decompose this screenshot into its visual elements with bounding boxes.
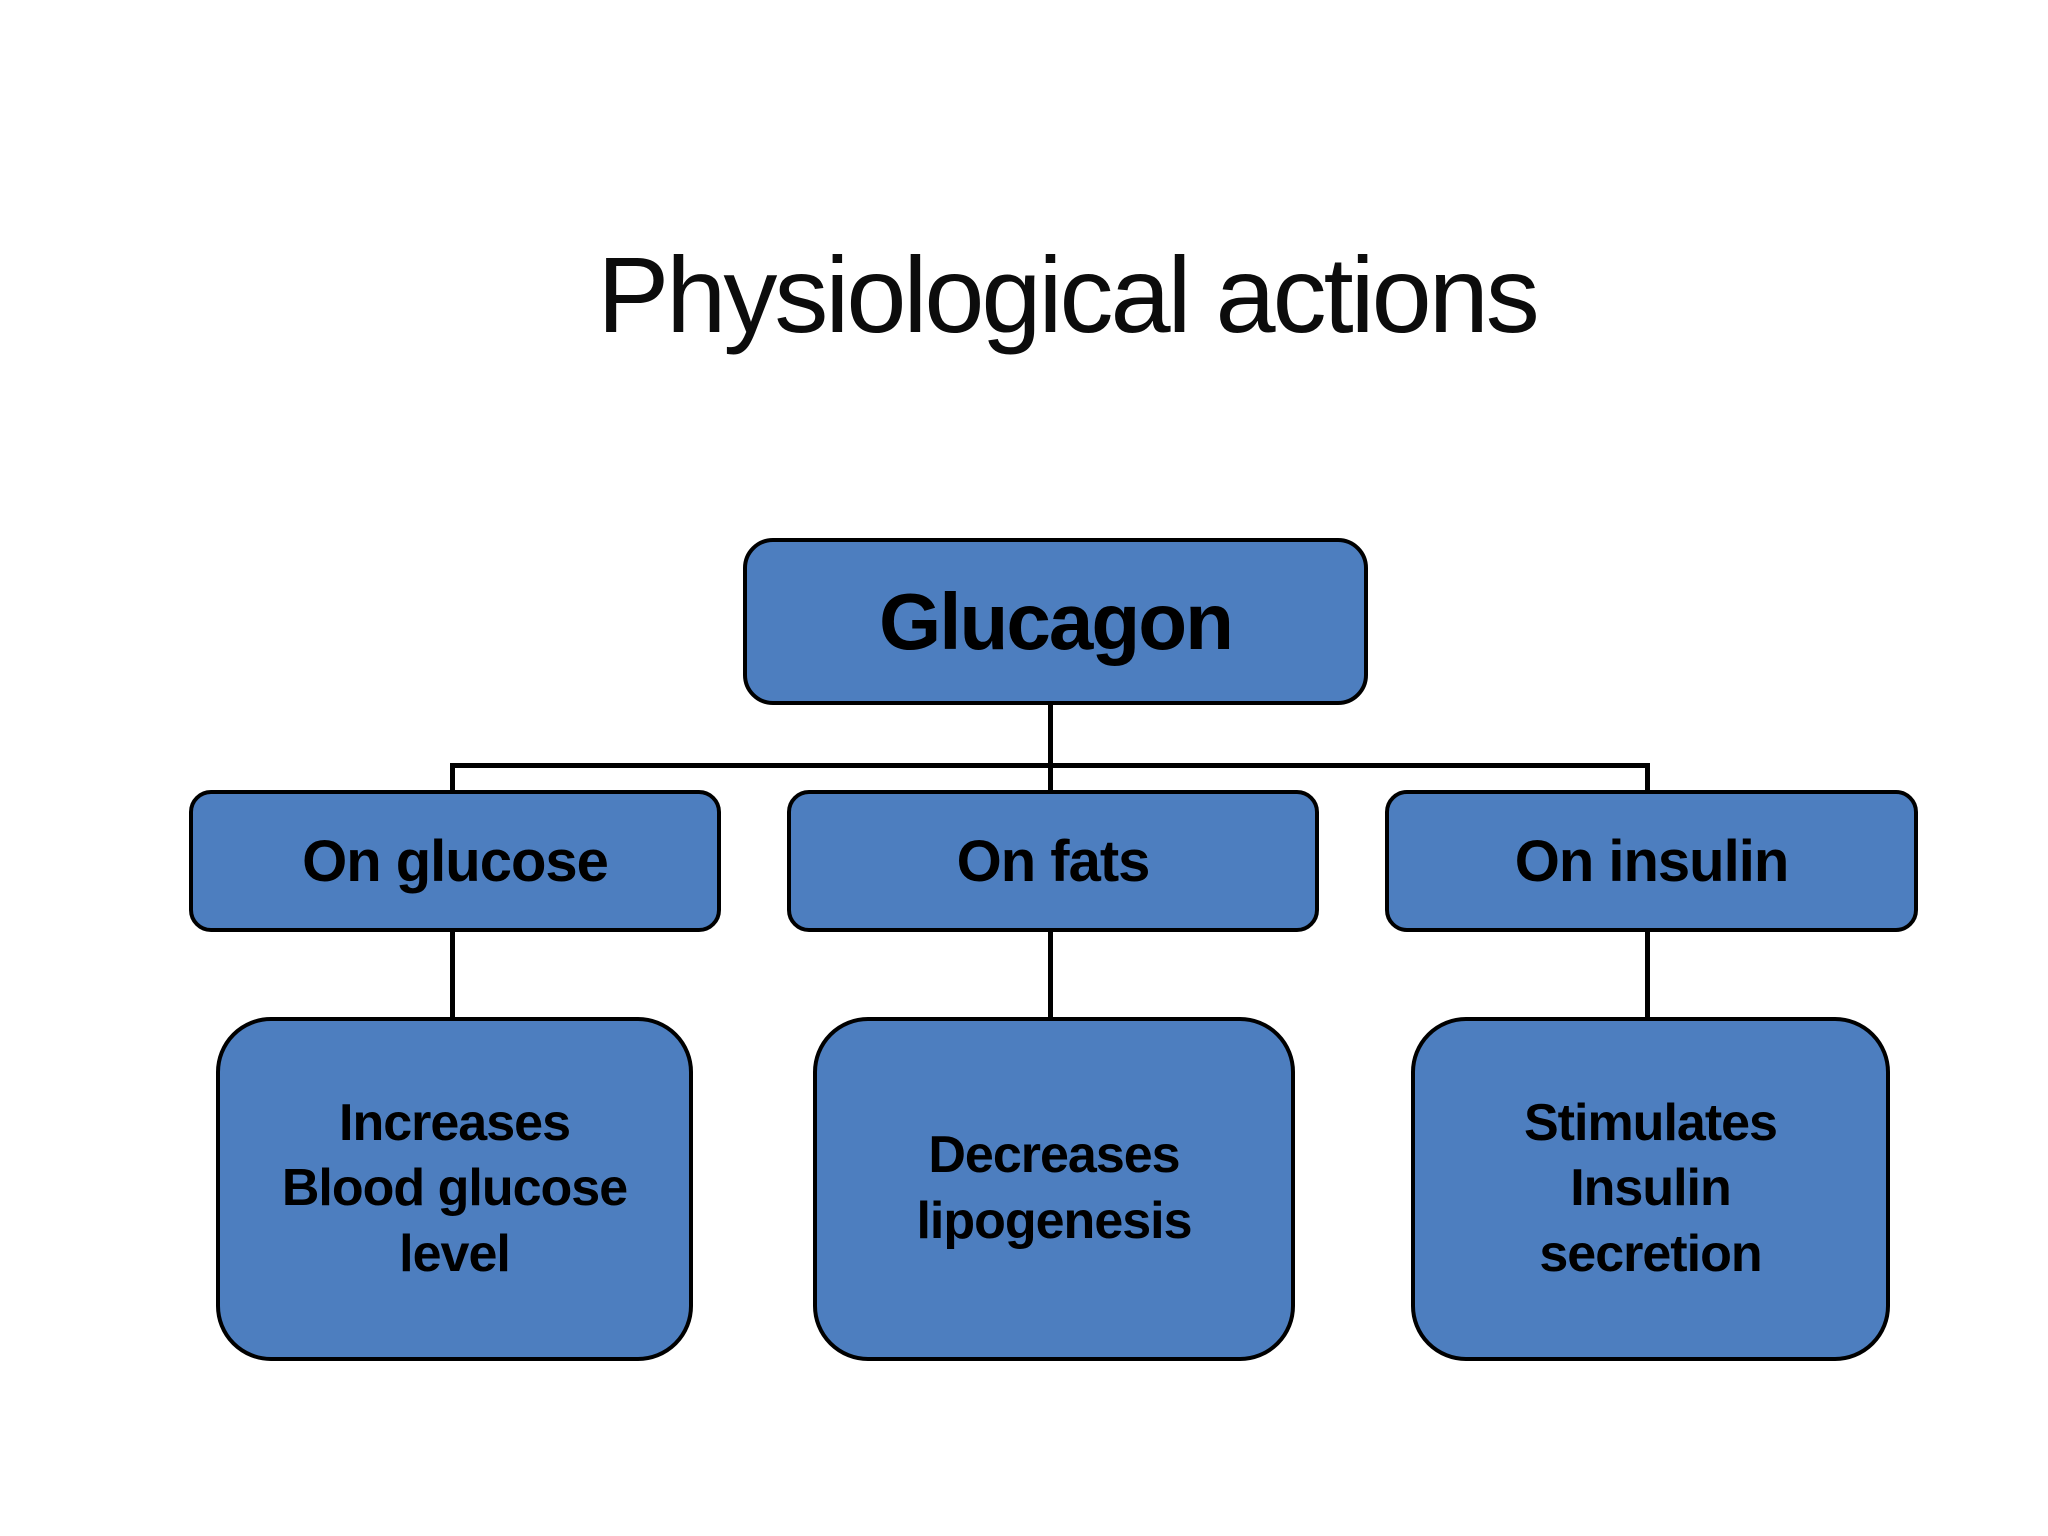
connector-on-fats-to-effect (1048, 932, 1053, 1020)
effect-line: secretion (1539, 1224, 1762, 1283)
effect-box-lipogenesis: Decreases lipogenesis (813, 1017, 1295, 1361)
connector-drop-left (450, 763, 455, 793)
connector-on-insulin-to-effect (1645, 932, 1650, 1020)
effect-line: Increases (339, 1093, 571, 1152)
effect-line: Stimulates (1524, 1093, 1778, 1152)
effect-box-blood-glucose: Increases Blood glucose level (216, 1017, 693, 1361)
glucagon-label: Glucagon (879, 576, 1234, 666)
branch-label-on-fats: On fats (956, 828, 1151, 894)
branch-box-on-fats: On fats (787, 790, 1319, 932)
slide-title: Physiological actions (597, 234, 1540, 355)
connector-drop-right (1645, 763, 1650, 793)
connector-drop-middle (1048, 763, 1053, 793)
connector-root-stem (1048, 705, 1053, 793)
branch-box-on-insulin: On insulin (1385, 790, 1918, 932)
effect-line: Insulin (1570, 1159, 1732, 1218)
effect-box-insulin-secretion: Stimulates Insulin secretion (1411, 1017, 1890, 1361)
effect-line: Decreases (928, 1126, 1180, 1185)
connector-on-glucose-to-effect (450, 932, 455, 1020)
branch-box-on-glucose: On glucose (189, 790, 721, 932)
glucagon-box: Glucagon (743, 538, 1368, 705)
effect-line: Blood glucose (281, 1159, 628, 1218)
effect-line: lipogenesis (916, 1192, 1192, 1250)
effect-line: level (399, 1224, 511, 1283)
branch-label-on-insulin: On insulin (1514, 828, 1790, 894)
branch-label-on-glucose: On glucose (302, 828, 609, 894)
